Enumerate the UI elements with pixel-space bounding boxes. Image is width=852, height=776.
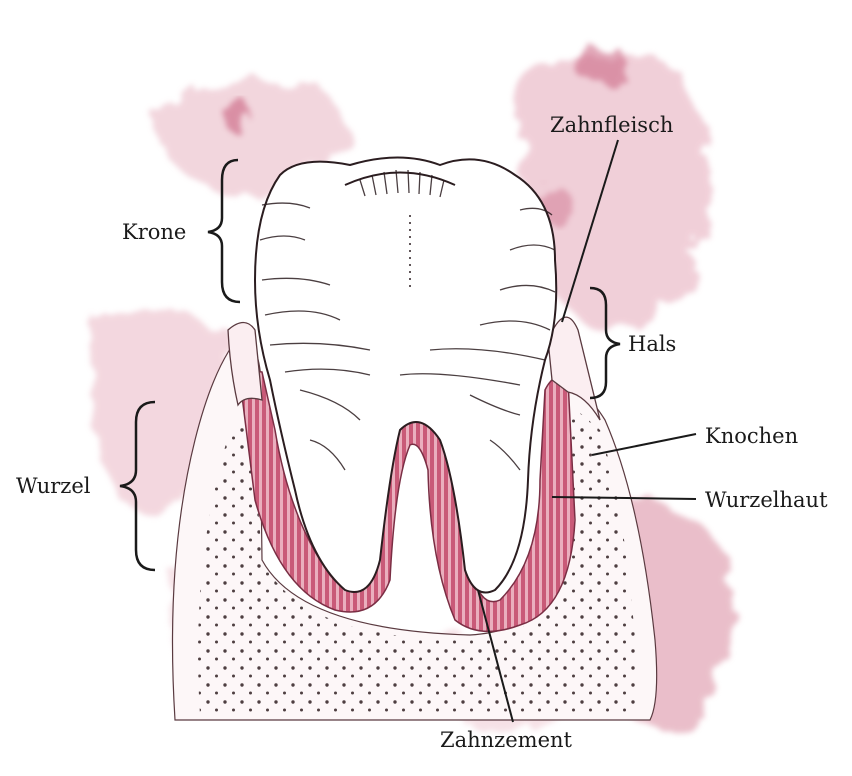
zahnfleisch-label: Zahnfleisch: [550, 115, 673, 136]
krone-label: Krone: [122, 222, 186, 243]
knochen-label: Knochen: [705, 426, 798, 447]
wurzel-label: Wurzel: [16, 476, 91, 497]
hals-label: Hals: [628, 334, 676, 355]
wurzelhaut-label: Wurzelhaut: [705, 490, 828, 511]
zahnzement-label: Zahnzement: [440, 730, 572, 751]
